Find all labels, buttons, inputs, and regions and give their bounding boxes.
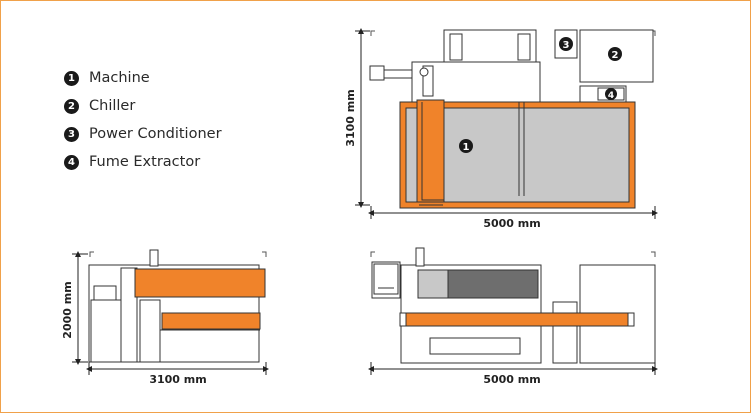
legend-item-machine: 1 Machine (64, 64, 222, 92)
side-view (72, 249, 269, 375)
legend-number: 3 (64, 126, 79, 142)
legend-label: Fume Extractor (89, 154, 201, 170)
marker-4: 4 (608, 91, 614, 101)
legend-label: Machine (89, 70, 150, 86)
legend: 1 Machine 2 Chiller 3 Power Conditioner … (64, 64, 222, 176)
legend-label: Power Conditioner (89, 126, 222, 142)
legend-number: 4 (64, 154, 79, 170)
front-view (368, 247, 658, 375)
marker-2: 2 (612, 50, 619, 61)
legend-item-chiller: 2 Chiller (64, 92, 222, 120)
legend-number: 2 (64, 98, 79, 114)
front-width-label: 5000 mm (483, 373, 540, 386)
legend-item-fume-extractor: 4 Fume Extractor (64, 148, 222, 176)
legend-item-power-conditioner: 3 Power Conditioner (64, 120, 222, 148)
marker-3: 3 (563, 40, 570, 51)
side-width-label: 3100 mm (149, 373, 206, 386)
top-depth-label: 3100 mm (344, 89, 357, 146)
legend-number: 1 (64, 70, 79, 86)
top-view (355, 28, 658, 219)
legend-label: Chiller (89, 98, 136, 114)
marker-1: 1 (463, 142, 470, 153)
top-width-label: 5000 mm (483, 217, 540, 230)
top-view-markers: 1 3 2 4 (459, 37, 622, 153)
side-height-label: 2000 mm (61, 281, 74, 338)
